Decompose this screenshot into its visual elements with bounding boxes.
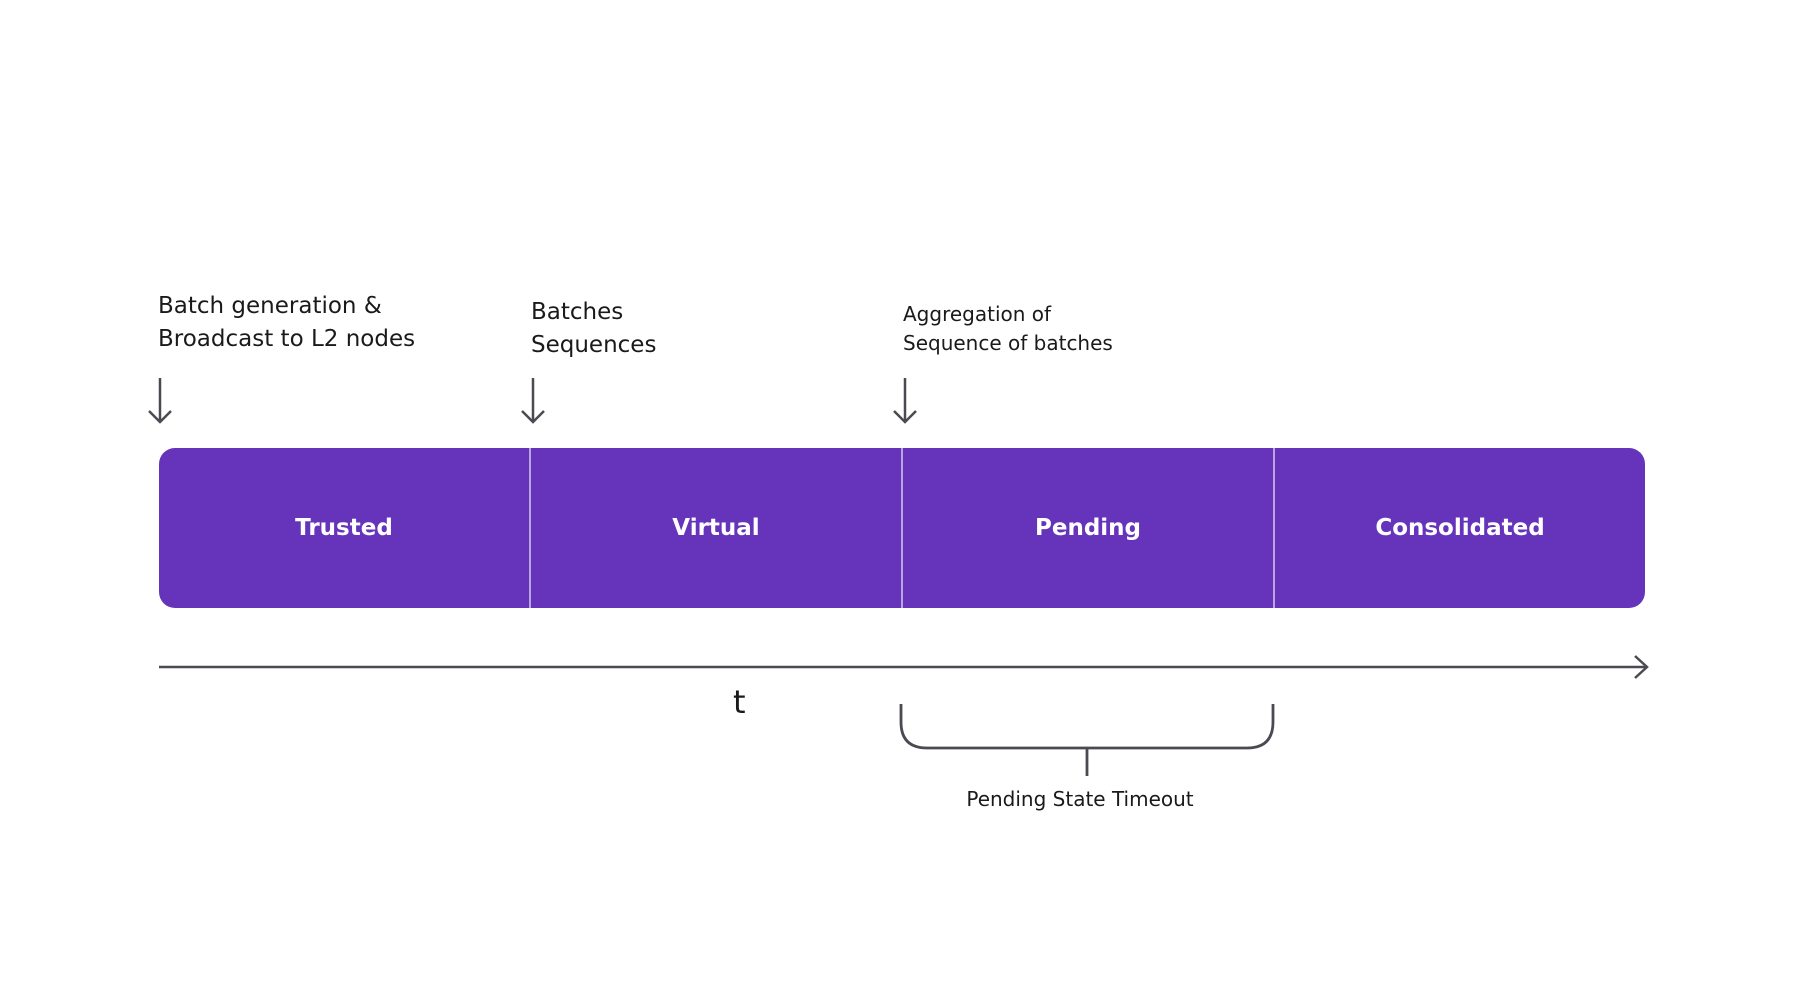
time-axis-label: t bbox=[733, 683, 746, 721]
down-arrow-icon bbox=[148, 378, 172, 424]
state-virtual: Virtual bbox=[529, 448, 901, 608]
event-label-batches-sequences: Batches Sequences bbox=[531, 299, 657, 358]
state-trusted: Trusted bbox=[295, 515, 393, 541]
event-label-aggregation: Aggregation of Sequence of batches bbox=[903, 302, 1113, 355]
state-consolidated: Consolidated bbox=[1273, 448, 1645, 608]
down-arrow-icon bbox=[893, 378, 917, 424]
event-label-batch-generation: Batch generation & Broadcast to L2 nodes bbox=[158, 293, 416, 352]
down-arrow-icon bbox=[521, 378, 545, 424]
state-pending: Pending bbox=[901, 448, 1273, 608]
states-bar: Trusted Virtual Pending Consolidated bbox=[159, 448, 1645, 608]
timeout-brace-icon bbox=[899, 704, 1275, 776]
time-axis-arrow bbox=[159, 655, 1649, 679]
timeout-label: Pending State Timeout bbox=[966, 787, 1194, 811]
